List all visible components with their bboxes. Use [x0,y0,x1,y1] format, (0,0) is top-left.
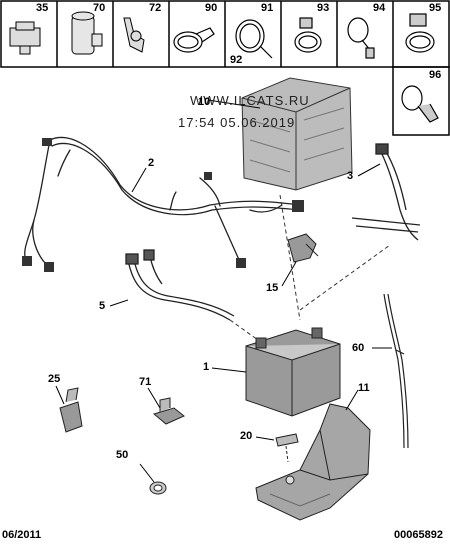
callout-71[interactable]: 71 [139,376,152,388]
clip-part-50 [149,481,167,495]
dashed-guides [229,194,391,341]
callout-25[interactable]: 25 [48,373,61,385]
callout-50[interactable]: 50 [116,449,129,461]
part-label-72[interactable]: 72 [149,2,162,14]
part-72-icon [123,17,145,53]
part-label-96[interactable]: 96 [429,69,442,81]
bracket-part-25 [59,387,83,433]
harness-connectors [22,138,304,272]
terminal-part-15 [287,233,319,263]
part-label-90[interactable]: 90 [205,2,218,14]
bracket-part-71 [152,397,185,425]
part-90-icon [173,27,215,53]
footer-date: 06/2011 [2,529,42,541]
cable-part-5 [125,249,235,321]
leader-lines [55,99,392,483]
part-label-92[interactable]: 92 [230,54,243,66]
cable-part-3 [351,143,421,241]
part-35-icon [9,21,41,55]
callout-10[interactable]: 10 [198,96,211,108]
part-label-35[interactable]: 35 [36,2,49,14]
callout-20[interactable]: 20 [240,430,253,442]
callout-60[interactable]: 60 [352,342,365,354]
callout-2[interactable]: 2 [148,157,155,169]
part-95-icon [405,13,435,53]
tube-part-60 [383,293,409,449]
battery-part-1 [245,327,341,417]
part-label-93[interactable]: 93 [317,2,330,14]
part-91-icon [235,19,273,59]
callout-1[interactable]: 1 [203,361,210,373]
part-label-94[interactable]: 94 [373,2,386,14]
part-label-70[interactable]: 70 [93,2,106,14]
part-label-95[interactable]: 95 [429,2,442,14]
tray-part-11 [255,403,371,521]
footer-code: 00065892 [394,529,443,541]
watermark-timestamp: 17:54 05.06.2019 [178,115,296,130]
callout-11[interactable]: 11 [358,382,370,394]
wiring-harness-part-2 [24,136,301,267]
callout-5[interactable]: 5 [99,300,106,312]
part-label-91[interactable]: 91 [261,2,274,14]
part-93-icon [294,17,322,53]
part-70-icon [71,11,103,55]
part-94-icon [347,17,375,59]
callout-3[interactable]: 3 [347,170,354,182]
watermark-site: WWW.ILCATS.RU [190,93,310,108]
part-96-icon [401,85,439,123]
bolt-part-20 [275,433,299,463]
callout-15[interactable]: 15 [266,282,279,294]
battery-box-part-10 [241,77,353,191]
header-grid [0,0,450,136]
